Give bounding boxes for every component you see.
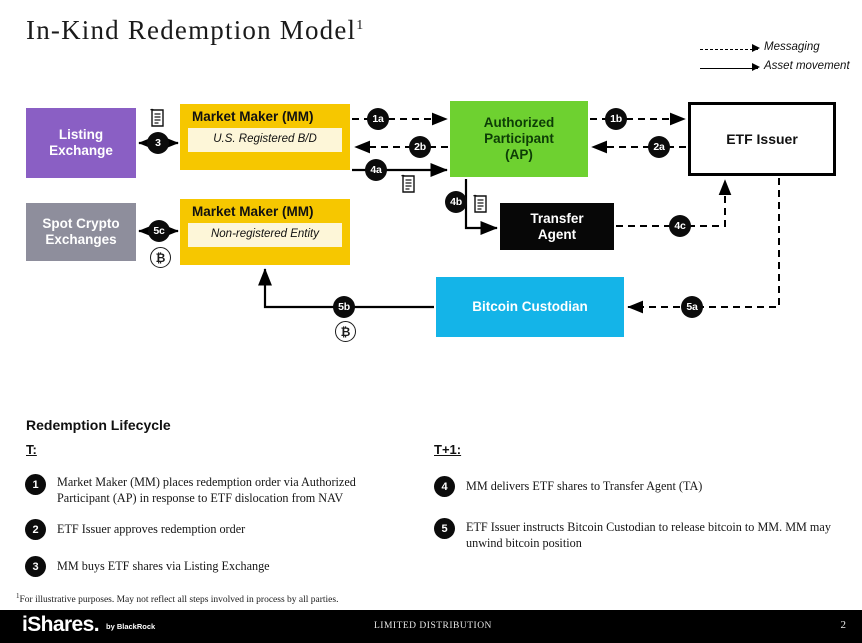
legend-item-asset-movement: Asset movement — [700, 59, 860, 78]
badge-step-5b[interactable]: 5b — [333, 296, 355, 318]
document-icon — [401, 174, 415, 193]
bitcoin-icon: ₿ — [150, 247, 171, 268]
node-spot-crypto-label: Spot Crypto Exchanges — [42, 216, 119, 248]
lifecycle-step-text-5: ETF Issuer instructs Bitcoin Custodian t… — [466, 520, 831, 551]
legend-arrowhead-icon — [752, 63, 760, 71]
node-market-maker-registered[interactable]: Market Maker (MM) U.S. Registered B/D — [180, 104, 350, 170]
badge-step-3[interactable]: 3 — [147, 132, 169, 154]
lifecycle-step-text-3: MM buys ETF shares via Listing Exchange — [57, 559, 270, 573]
node-authorized-participant[interactable]: Authorized Participant (AP) — [450, 101, 588, 177]
node-transfer-agent[interactable]: Transfer Agent — [500, 203, 614, 250]
ishares-logo-text: iShares — [22, 613, 94, 636]
document-icon — [150, 108, 164, 127]
legend-label-messaging: Messaging — [764, 41, 820, 53]
footer-bar — [0, 610, 862, 643]
lifecycle-column-header-t: T: — [26, 442, 37, 457]
legend-item-messaging: Messaging — [700, 40, 860, 59]
node-bitcoin-custodian-label: Bitcoin Custodian — [472, 299, 588, 315]
badge-step-5a[interactable]: 5a — [681, 296, 703, 318]
market-maker-1-subtitle: U.S. Registered B/D — [188, 127, 342, 153]
node-etf-issuer-label: ETF Issuer — [726, 130, 798, 147]
lifecycle-step-number-2: 2 — [25, 519, 46, 540]
ap-line3: (AP) — [505, 146, 533, 162]
badge-step-2a[interactable]: 2a — [648, 136, 670, 158]
node-etf-issuer[interactable]: ETF Issuer — [688, 102, 836, 176]
footer-distribution-label: LIMITED DISTRIBUTION — [374, 621, 492, 631]
lifecycle-step-number-4: 4 — [434, 476, 455, 497]
node-listing-exchange[interactable]: Listing Exchange — [26, 108, 136, 178]
spot-crypto-line2: Exchanges — [45, 232, 117, 247]
node-listing-exchange-label: Listing Exchange — [49, 127, 113, 159]
lifecycle-column-header-t1: T+1: — [434, 442, 462, 457]
badge-step-4a[interactable]: 4a — [365, 159, 387, 181]
document-icon — [473, 194, 487, 213]
footnote-marker: 1 — [16, 592, 20, 600]
lifecycle-heading: Redemption Lifecycle — [26, 417, 171, 433]
node-bitcoin-custodian[interactable]: Bitcoin Custodian — [436, 277, 624, 337]
market-maker-2-title: Market Maker (MM) — [192, 204, 314, 219]
lifecycle-step-text-1: Market Maker (MM) places redemption orde… — [57, 475, 356, 506]
footnote: 1For illustrative purposes. May not refl… — [16, 592, 338, 605]
lifecycle-step-number-1: 1 — [25, 474, 46, 495]
listing-exchange-line2: Exchange — [49, 143, 113, 158]
lifecycle-step-number-3: 3 — [25, 556, 46, 577]
badge-step-4b[interactable]: 4b — [445, 191, 467, 213]
node-authorized-participant-label: Authorized Participant (AP) — [484, 115, 555, 163]
badge-step-2b[interactable]: 2b — [409, 136, 431, 158]
badge-step-1b[interactable]: 1b — [605, 108, 627, 130]
transfer-agent-line1: Transfer — [530, 210, 584, 226]
badge-step-1a[interactable]: 1a — [367, 108, 389, 130]
badge-step-4c[interactable]: 4c — [669, 215, 691, 237]
page-title-footnote-marker: 1 — [356, 18, 364, 33]
ishares-logo-dot: . — [93, 613, 100, 636]
listing-exchange-line1: Listing — [58, 127, 104, 143]
footnote-text: For illustrative purposes. May not refle… — [19, 595, 339, 606]
page-title: In-Kind Redemption Model1 — [26, 15, 363, 46]
ap-line1: Authorized — [483, 115, 555, 131]
legend: Messaging Asset movement — [700, 40, 860, 78]
transfer-agent-line2: Agent — [537, 226, 577, 242]
node-transfer-agent-label: Transfer Agent — [530, 211, 583, 243]
node-spot-crypto-exchanges[interactable]: Spot Crypto Exchanges — [26, 203, 136, 261]
legend-solid-line-icon — [700, 68, 758, 70]
legend-arrowhead-icon — [752, 44, 760, 52]
legend-label-asset-movement: Asset movement — [764, 60, 850, 72]
spot-crypto-line1: Spot Crypto — [42, 216, 120, 232]
lifecycle-step-number-5: 5 — [434, 518, 455, 539]
badge-step-5c[interactable]: 5c — [148, 220, 170, 242]
lifecycle-step-text-4: MM delivers ETF shares to Transfer Agent… — [466, 479, 703, 493]
page-title-text: In-Kind Redemption Model — [26, 15, 357, 45]
ap-line2: Participant — [484, 131, 554, 147]
lifecycle-step-text-2: ETF Issuer approves redemption order — [57, 522, 246, 536]
market-maker-2-subtitle: Non-registered Entity — [188, 222, 342, 248]
market-maker-1-title: Market Maker (MM) — [192, 109, 314, 124]
ishares-logo: iShares. — [22, 613, 100, 637]
node-market-maker-nonregistered[interactable]: Market Maker (MM) Non-registered Entity — [180, 199, 350, 265]
legend-dashed-line-icon — [700, 49, 758, 51]
blackrock-byline: by BlackRock — [106, 622, 156, 631]
footer-page-number: 2 — [840, 619, 847, 631]
bitcoin-icon: ₿ — [335, 321, 356, 342]
